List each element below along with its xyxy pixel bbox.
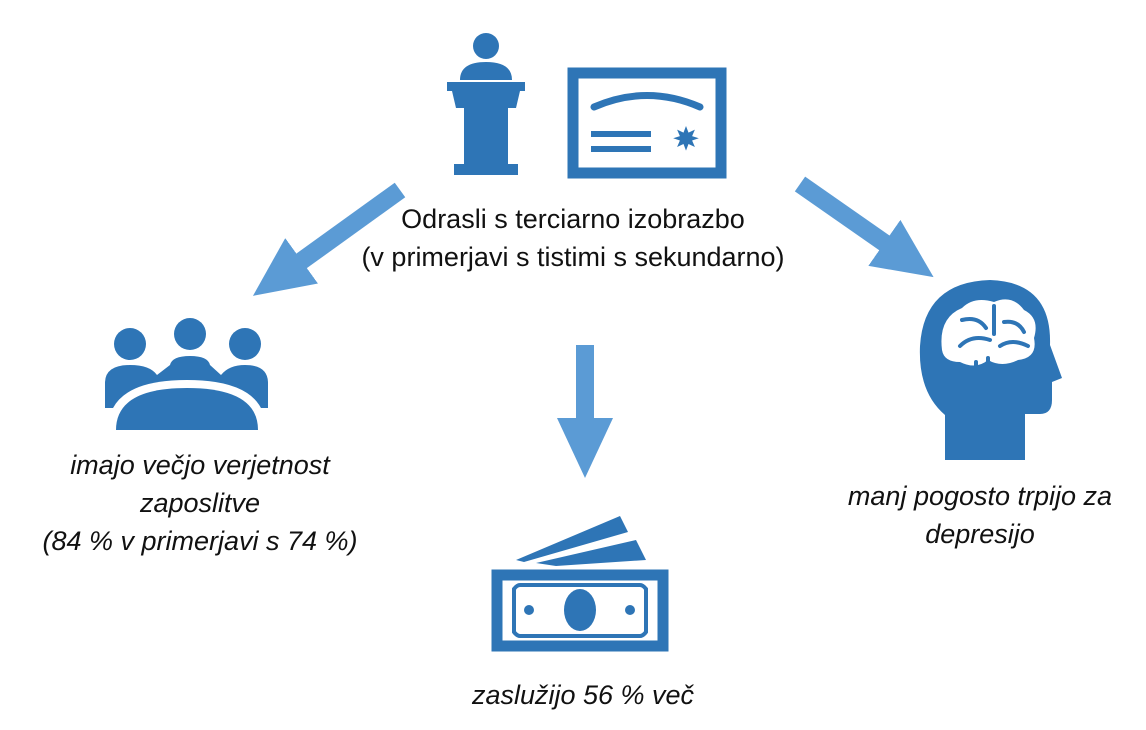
depression-label-line-2: depresijo — [925, 519, 1035, 549]
meeting-group-icon — [105, 318, 268, 430]
employment-label: imajo večjo verjetnost zaposlitve (84 % … — [20, 446, 380, 560]
podium-speaker-icon — [447, 33, 525, 175]
employment-label-line-2: zaposlitve — [139, 488, 261, 518]
banknotes-icon — [491, 516, 669, 652]
arrow-to-employment — [252, 182, 406, 296]
arrow-to-depression — [794, 176, 934, 278]
seal-icon — [673, 126, 699, 151]
head-brain-icon — [919, 280, 1062, 460]
employment-label-line-1: imajo večjo verjetnost — [70, 450, 330, 480]
center-label: Odrasli s terciarno izobrazbo (v primerj… — [323, 200, 823, 276]
employment-label-line-3: (84 % v primerjavi s 74 %) — [42, 526, 358, 556]
certificate-icon — [567, 67, 727, 179]
center-label-line-1: Odrasli s terciarno izobrazbo — [401, 204, 745, 234]
earnings-label-line-1: zaslužijo 56 % več — [471, 680, 695, 710]
depression-label: manj pogosto trpijo za depresijo — [820, 477, 1140, 553]
depression-label-line-1: manj pogosto trpijo za — [847, 481, 1113, 511]
earnings-label: zaslužijo 56 % več — [433, 676, 733, 714]
center-label-line-2: (v primerjavi s tistimi s sekundarno) — [361, 242, 785, 272]
